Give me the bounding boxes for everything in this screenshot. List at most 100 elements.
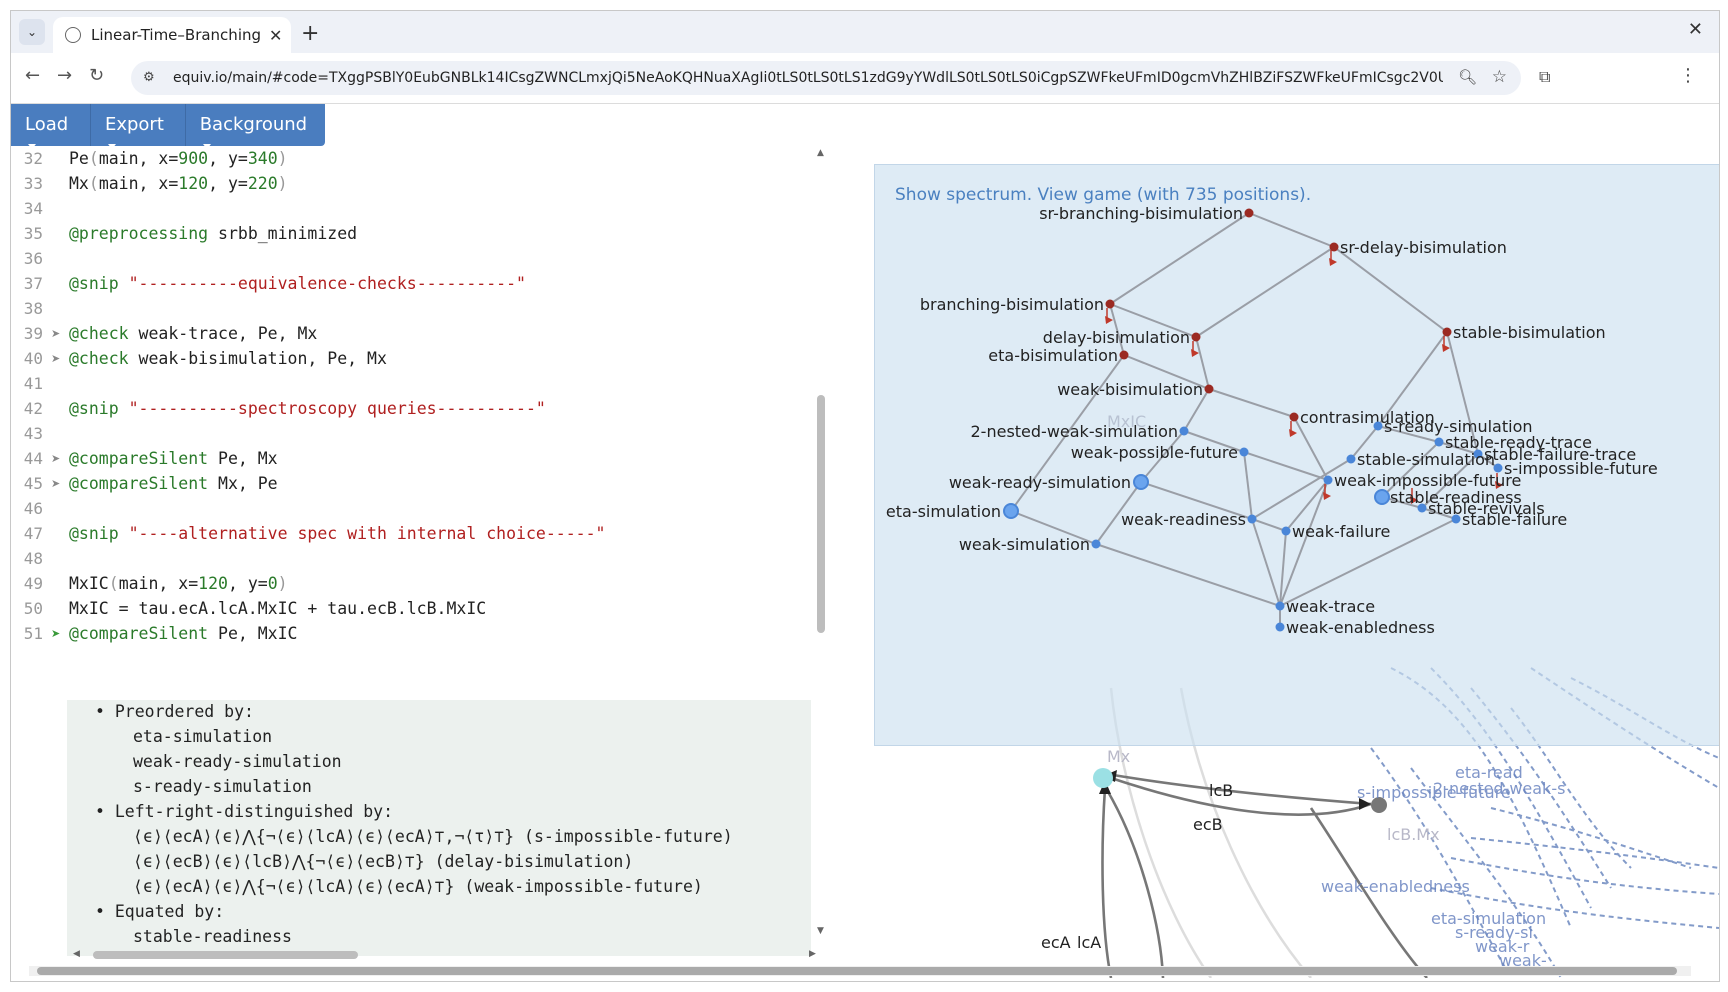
code-line[interactable]: @check weak-bisimulation, Pe, Mx [69, 349, 387, 368]
spectrum-node-label: stable-ready-trace [1445, 433, 1592, 452]
run-check-icon[interactable]: ➤ [51, 352, 61, 365]
scroll-thumb[interactable] [93, 951, 358, 959]
spectrum-node[interactable] [1275, 601, 1285, 611]
code-line[interactable]: @preprocessing srbb_minimized [69, 224, 358, 243]
scroll-left-icon[interactable]: ◀ [73, 949, 80, 959]
spectrum-node[interactable] [1281, 526, 1291, 536]
active-tab[interactable]: Linear-Time–Branching- ✕ [53, 17, 291, 53]
code-line[interactable]: Pe(main, x=900, y=340) [69, 149, 288, 168]
browser-menu-icon[interactable]: ⋮ [1679, 65, 1697, 86]
code-line[interactable]: @snip "----------equivalence-checks-----… [69, 274, 526, 293]
new-tab-icon[interactable]: + [301, 21, 320, 46]
scroll-thumb[interactable] [817, 395, 825, 633]
close-tab-icon[interactable]: ✕ [269, 25, 283, 45]
spectrum-node[interactable] [1373, 421, 1383, 431]
spectrum-node-label: s-ready-simulation [1384, 417, 1533, 436]
url-text[interactable]: equiv.io/main/#code=TXggPSBlY0EubGNBLk14… [173, 70, 1443, 86]
output-line: eta-simulation [133, 727, 273, 746]
caret-down-icon [107, 143, 116, 149]
code-line[interactable]: MxIC = tau.ecA.lcA.MxIC + tau.ecB.lcB.Mx… [69, 599, 487, 618]
spectrum-node[interactable] [1374, 489, 1390, 505]
spectrum-node-label: weak-ready-simulation [949, 473, 1131, 492]
state-node-lcb-mx[interactable] [1371, 797, 1387, 813]
line-number: 50 [23, 599, 43, 618]
spectrum-node[interactable] [1451, 514, 1461, 524]
transition-graph[interactable]: lcB ecB ecA lcA Mx lcB.Mx weak-enabledne… [871, 148, 1719, 978]
spectrum-edge [1248, 212, 1335, 248]
spectrum-node[interactable] [1003, 503, 1019, 519]
editor-vertical-scrollbar[interactable]: ▲ ▼ [816, 148, 826, 938]
spectrum-lattice: MxICsr-branching-bisimulationsr-delay-bi… [886, 204, 1658, 637]
code-line[interactable]: @compareSilent Pe, MxIC [69, 624, 298, 643]
spectrum-node[interactable] [1133, 474, 1149, 490]
spectrum-edge [1208, 388, 1295, 418]
spectrum-node-label: stable-revivals [1428, 499, 1545, 518]
load-menu[interactable]: Load [11, 104, 91, 149]
scroll-up-icon[interactable]: ▲ [817, 148, 824, 158]
background-menu[interactable]: Background [186, 104, 325, 149]
back-icon[interactable]: ← [25, 65, 41, 86]
state-node-mx[interactable] [1093, 768, 1113, 788]
edge-label-eca: ecA [1041, 933, 1071, 952]
spectrum-edge [1381, 441, 1440, 498]
bg-label-eta-read: eta-read [1455, 763, 1523, 782]
spectrum-node[interactable] [1493, 463, 1503, 473]
spectrum-node[interactable] [1247, 514, 1257, 524]
spectrum-node[interactable] [1323, 475, 1333, 485]
spectrum-node[interactable] [1105, 299, 1115, 309]
distinction-arrow-icon [1105, 316, 1113, 324]
spectrum-node-label: weak-trace [1286, 597, 1375, 616]
export-menu[interactable]: Export [91, 104, 186, 149]
tab-list-button[interactable]: ⌄ [19, 19, 45, 45]
run-check-icon[interactable]: ➤ [51, 477, 61, 490]
code-line[interactable]: @compareSilent Pe, Mx [69, 449, 278, 468]
spectrum-node[interactable] [1204, 384, 1214, 394]
run-check-icon[interactable]: ➤ [51, 627, 61, 640]
page-horizontal-scrollbar[interactable] [29, 966, 1691, 976]
extensions-icon[interactable]: ⧉ [1539, 67, 1551, 86]
zoom-icon[interactable]: 🔍︎ [1457, 68, 1477, 86]
spectrum-node[interactable] [1289, 412, 1299, 422]
spectrum-node[interactable] [1244, 208, 1254, 218]
scroll-thumb[interactable] [37, 967, 1677, 975]
reload-icon[interactable]: ↻ [89, 65, 105, 86]
line-number: 47 [23, 524, 43, 543]
scroll-right-icon[interactable]: ▶ [809, 949, 816, 959]
code-line[interactable]: @snip "----alternative spec with interna… [69, 524, 606, 543]
spectrum-node[interactable] [1442, 327, 1452, 337]
spectrum-edge [1438, 441, 1479, 455]
spectrum-node[interactable] [1191, 332, 1201, 342]
code-line[interactable]: @compareSilent Mx, Pe [69, 474, 278, 493]
spectrum-node[interactable] [1179, 426, 1189, 436]
code-line[interactable]: @check weak-trace, Pe, Mx [69, 324, 318, 343]
address-bar[interactable]: ⚙ equiv.io/main/#code=TXggPSBlY0EubGNBLk… [131, 61, 1521, 95]
bookmark-star-icon[interactable]: ☆ [1491, 67, 1507, 87]
code-line[interactable]: Mx(main, x=120, y=220) [69, 174, 288, 193]
spectrum-node-label: weak-failure [1292, 522, 1390, 541]
spectrum-node[interactable] [1346, 454, 1356, 464]
code-line[interactable]: MxIC(main, x=120, y=0) [69, 574, 288, 593]
view-game-link[interactable]: View game (with 735 positions). [1037, 185, 1312, 205]
editor-horizontal-scrollbar[interactable]: ◀ ▶ [73, 949, 817, 959]
spectrum-node[interactable] [1329, 242, 1339, 252]
spectrum-node-label: stable-failure-trace [1484, 445, 1636, 464]
spectrum-node[interactable] [1275, 622, 1285, 632]
spectrum-node[interactable] [1417, 503, 1427, 513]
spectrum-node[interactable] [1119, 350, 1129, 360]
site-info-icon[interactable]: ⚙ [143, 70, 155, 85]
run-check-icon[interactable]: ➤ [51, 327, 61, 340]
spectrum-node-label: sr-branching-bisimulation [1039, 204, 1243, 223]
run-check-icon[interactable]: ➤ [51, 452, 61, 465]
code-line[interactable]: @snip "----------spectroscopy queries---… [69, 399, 546, 418]
spectrum-node[interactable] [1239, 447, 1249, 457]
scroll-down-icon[interactable]: ▼ [817, 926, 824, 936]
output-line: stable-readiness [133, 927, 292, 946]
spectrum-node[interactable] [1473, 449, 1483, 459]
spectrum-node[interactable] [1091, 539, 1101, 549]
window-close-icon[interactable]: ✕ [1687, 19, 1703, 40]
forward-icon[interactable]: → [57, 65, 73, 86]
spectrum-node[interactable] [1434, 437, 1444, 447]
show-spectrum-link[interactable]: Show spectrum. [895, 185, 1033, 205]
